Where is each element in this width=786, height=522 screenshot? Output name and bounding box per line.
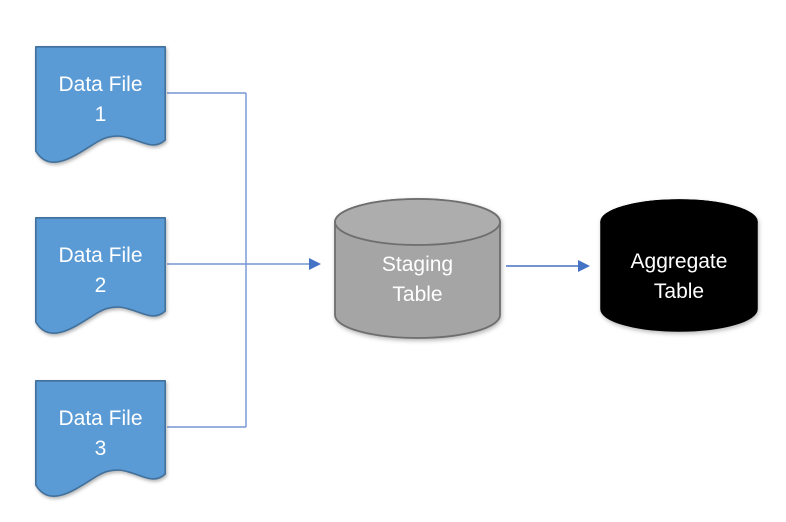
document-shape-icon — [35, 380, 166, 497]
cylinder-shape-icon — [600, 199, 758, 332]
cylinder-top — [334, 198, 501, 246]
document-shape-icon — [35, 46, 166, 163]
node-aggregate-table: Aggregate Table — [600, 199, 758, 332]
node-data-file-3: Data File 3 — [35, 380, 166, 502]
node-data-file-2: Data File 2 — [35, 217, 166, 339]
arrowhead-into-aggregate-icon — [578, 260, 590, 272]
arrowhead-into-staging-icon — [309, 258, 321, 270]
node-staging-table: Staging Table — [334, 197, 501, 339]
node-data-file-1: Data File 1 — [35, 46, 166, 168]
cylinder-shape-icon — [334, 198, 501, 339]
document-shape-icon — [35, 217, 166, 334]
cylinder-top — [600, 199, 758, 245]
